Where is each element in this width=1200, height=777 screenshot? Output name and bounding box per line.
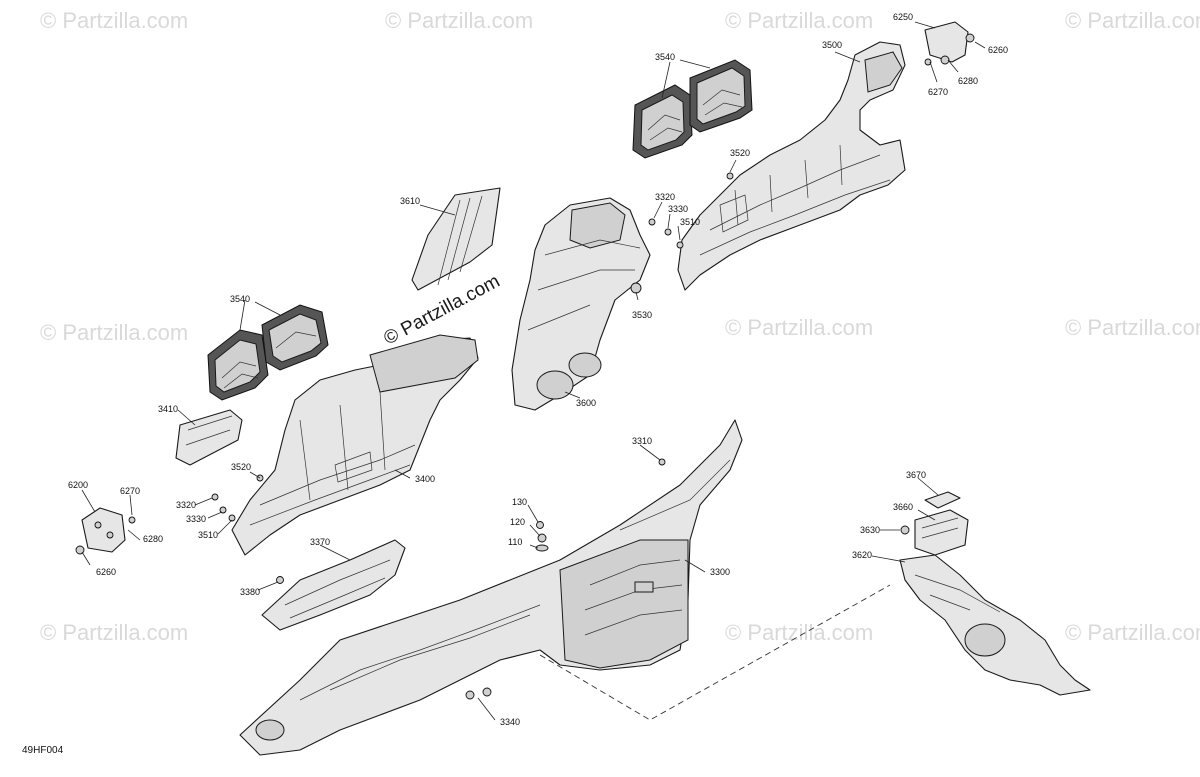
diagram-code: 49HF004 (22, 745, 64, 756)
callout-3530: 3530 (632, 310, 652, 320)
hardware-110-130 (535, 521, 549, 552)
callout-3520: 3520 (730, 148, 750, 158)
callout-labels: 6250 6260 6280 6270 3500 3540 3520 3320 … (68, 12, 1008, 727)
leader-lines (81, 21, 986, 721)
callout-3660: 3660 (893, 502, 913, 512)
part-3540-cover-top (632, 59, 753, 159)
callout-3630: 3630 (860, 525, 880, 535)
callout-3620: 3620 (852, 550, 872, 560)
part-3660-bracket (914, 509, 969, 556)
callout-6260-left: 6260 (96, 567, 116, 577)
watermark: © Partzilla.com (725, 620, 873, 645)
misc-fasteners (211, 172, 734, 700)
callout-3510: 3510 (680, 217, 700, 227)
callout-6250: 6250 (893, 12, 913, 22)
part-3540-cover-left (207, 304, 329, 401)
callout-3400: 3400 (415, 474, 435, 484)
part-3600-center-duct (511, 197, 651, 411)
part-3410-tray (175, 409, 243, 466)
callout-3510-left: 3510 (198, 530, 218, 540)
watermark: © Partzilla.com (1065, 8, 1200, 33)
assembly-dashed-line (539, 584, 891, 721)
watermark: © Partzilla.com (725, 315, 873, 340)
callout-3380: 3380 (240, 587, 260, 597)
watermark: © Partzilla.com (40, 320, 188, 345)
callout-3520-left: 3520 (231, 462, 251, 472)
callout-3540: 3540 (655, 52, 675, 62)
callout-3320-left: 3320 (176, 500, 196, 510)
part-3400-duct-left (231, 334, 479, 556)
watermark: © Partzilla.com (385, 8, 533, 33)
callout-3540-left: 3540 (230, 294, 250, 304)
part-3670-clip (924, 491, 961, 509)
callout-3610: 3610 (400, 196, 420, 206)
callout-130: 130 (512, 497, 527, 507)
watermark: © Partzilla.com (725, 8, 873, 33)
callout-3370: 3370 (310, 537, 330, 547)
callout-3300: 3300 (710, 567, 730, 577)
part-6250-bracket (924, 21, 975, 66)
callout-3330: 3330 (668, 204, 688, 214)
callout-3330-left: 3330 (186, 514, 206, 524)
part-3530-fastener (630, 282, 642, 294)
callout-3410: 3410 (158, 404, 178, 414)
callout-3500: 3500 (822, 40, 842, 50)
callout-3320: 3320 (655, 192, 675, 202)
part-3370-panel (261, 539, 406, 631)
callout-6200: 6200 (68, 480, 88, 490)
callout-3600: 3600 (576, 398, 596, 408)
watermark: © Partzilla.com (40, 620, 188, 645)
callout-110: 110 (508, 537, 522, 547)
part-3620-brace (899, 554, 1091, 696)
part-6200-bracket (75, 507, 136, 555)
callout-6270: 6270 (928, 87, 948, 97)
part-3630-bolt (900, 525, 910, 535)
callout-6280: 6280 (958, 76, 978, 86)
watermark: © Partzilla.com (40, 8, 188, 33)
callout-3310: 3310 (632, 436, 652, 446)
part-3300-center-console (239, 419, 743, 756)
callout-6280-left: 6280 (143, 534, 163, 544)
callout-3670: 3670 (906, 470, 926, 480)
callout-6260: 6260 (988, 45, 1008, 55)
callout-3340: 3340 (500, 717, 520, 727)
watermark: © Partzilla.com (1065, 620, 1200, 645)
part-3500-duct-right (677, 41, 906, 291)
callout-120: 120 (510, 517, 525, 527)
callout-6270-left: 6270 (120, 486, 140, 496)
part-3610-panel (411, 187, 501, 291)
watermark-layer: © Partzilla.com © Partzilla.com © Partzi… (40, 8, 1200, 645)
watermark: © Partzilla.com (1065, 315, 1200, 340)
